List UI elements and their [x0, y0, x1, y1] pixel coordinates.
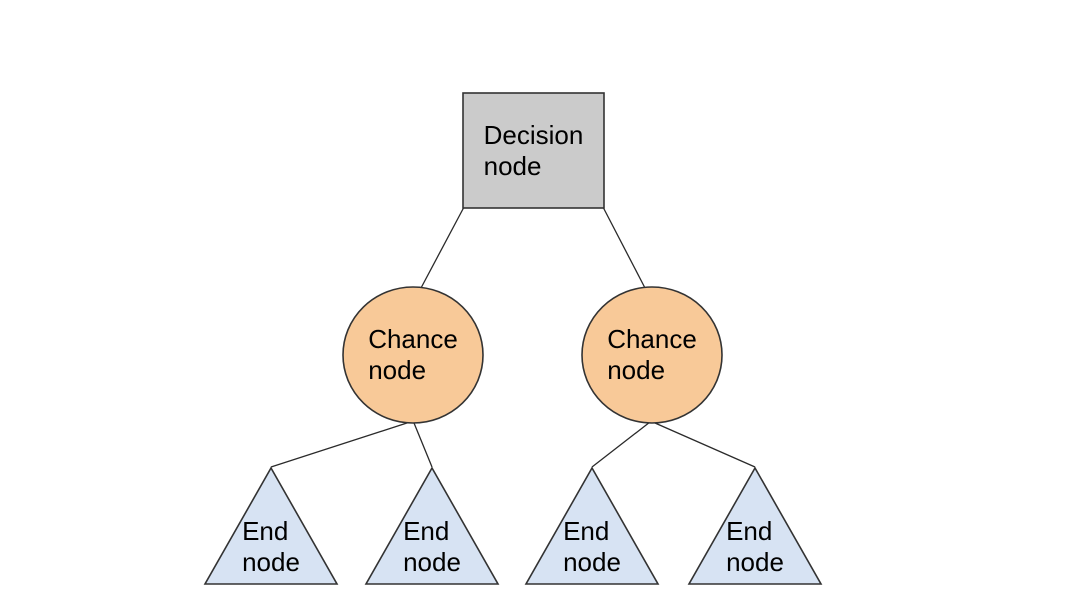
end-node-3-shape [524, 466, 660, 585]
end-node-4-shape [687, 466, 823, 585]
chance-node-right-shape [581, 286, 723, 424]
edge-chance-left-to-end-2 [413, 422, 433, 468]
chance-node-left-shape [342, 286, 484, 424]
end-node-2-shape [364, 466, 500, 585]
edge-chance-right-to-end-4 [654, 422, 756, 468]
edge-decision-to-chance-right [602, 207, 646, 289]
edge-chance-left-to-end-1 [270, 421, 411, 468]
edge-chance-right-to-end-3 [591, 421, 651, 468]
decision-node-shape [462, 92, 605, 209]
edge-decision-to-chance-left [420, 207, 465, 289]
end-node-1-shape [203, 466, 339, 585]
